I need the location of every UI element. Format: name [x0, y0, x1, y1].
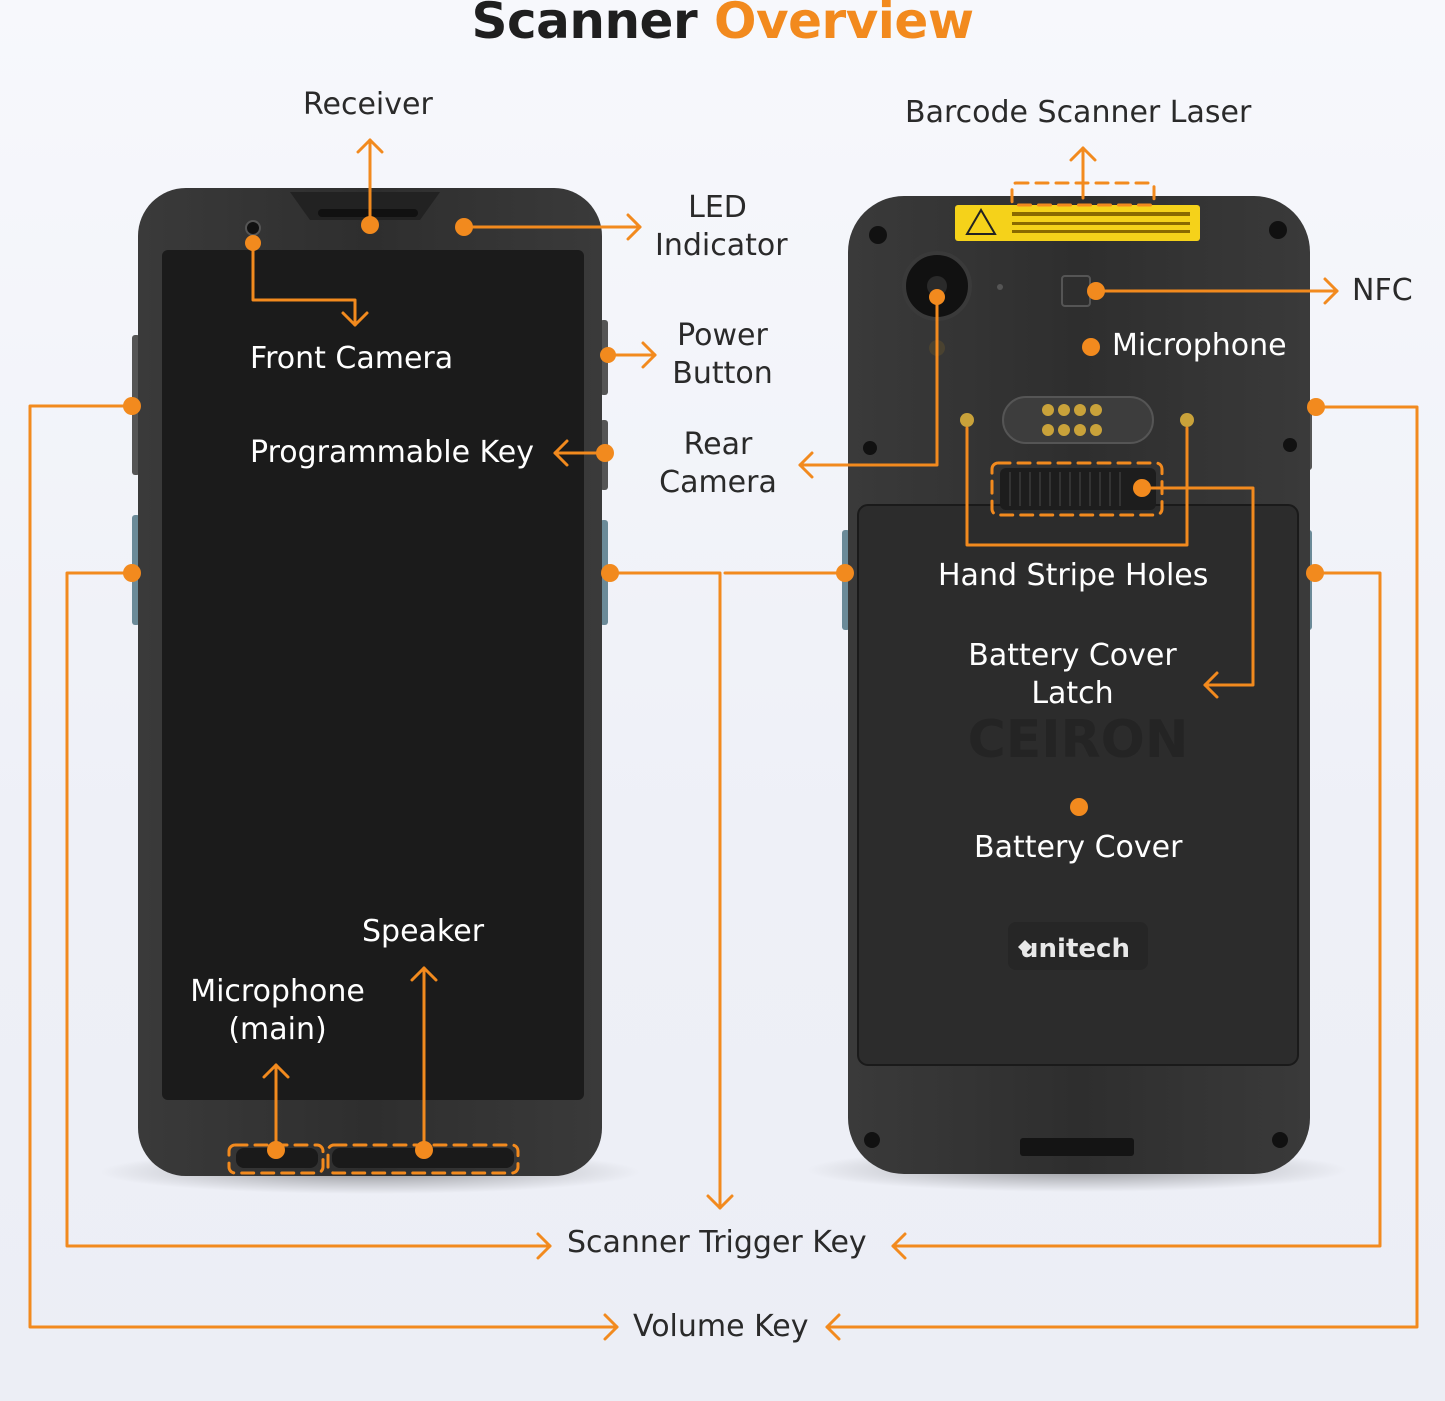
- front-camera-lens: [245, 220, 261, 236]
- laser-hazard-icon: [965, 208, 997, 235]
- label-microphone-main: Microphone (main): [180, 973, 375, 1049]
- brand-logo-icon: [1018, 940, 1032, 954]
- pogo-pins: [1042, 404, 1102, 436]
- label-nfc: NFC: [1352, 273, 1413, 308]
- receiver-grill: [318, 209, 418, 217]
- watermark-text: CEIRON: [968, 710, 1189, 770]
- label-led-line1: LED: [688, 190, 747, 225]
- label-led-indicator: LED Indicator: [655, 189, 788, 265]
- front-screen: [162, 250, 584, 1100]
- label-microphone: Microphone: [1112, 328, 1287, 363]
- bottom-port: [1020, 1138, 1134, 1156]
- pogo-connector: [1002, 396, 1154, 444]
- screw-top-left: [869, 226, 887, 244]
- label-speaker: Speaker: [362, 914, 485, 949]
- label-rear-camera: Rear Camera: [658, 426, 778, 502]
- label-led-line2: Indicator: [655, 228, 788, 263]
- label-barcode-scanner-laser: Barcode Scanner Laser: [905, 95, 1252, 130]
- hand-strap-hole-left: [960, 413, 974, 427]
- label-power-line2: Button: [672, 356, 773, 391]
- brand-badge: [1008, 922, 1148, 970]
- label-volume-key: Volume Key: [633, 1309, 809, 1344]
- label-battery-cover: Battery Cover: [974, 830, 1183, 865]
- label-rear-camera-line1: Rear: [683, 427, 753, 462]
- label-receiver: Receiver: [303, 87, 433, 122]
- label-programmable-key: Programmable Key: [250, 435, 534, 470]
- label-battery-cover-latch: Battery Cover Latch: [960, 637, 1185, 713]
- label-scanner-trigger-key: Scanner Trigger Key: [567, 1225, 867, 1260]
- label-power-line1: Power: [677, 318, 768, 353]
- label-front-camera: Front Camera: [250, 341, 454, 376]
- label-mic-main-line2: (main): [228, 1012, 327, 1047]
- label-rear-camera-line2: Camera: [659, 465, 777, 500]
- brand-logo-text: unitech: [1020, 934, 1130, 964]
- callout-dots: [123, 216, 1325, 1159]
- hand-strap-hole-right: [1180, 413, 1194, 427]
- screw-top-right: [1269, 221, 1287, 239]
- battery-latch: [1000, 468, 1156, 510]
- title-part-2: Overview: [714, 0, 974, 50]
- title-part-1: Scanner: [471, 0, 698, 50]
- back-device: CEIRON unitech: [842, 196, 1312, 1174]
- callout-lines: [28, 138, 1419, 1341]
- label-battery-latch-line1: Battery Cover: [968, 638, 1177, 673]
- front-device: [132, 188, 608, 1176]
- label-mic-main-line1: Microphone: [190, 974, 365, 1009]
- label-battery-latch-line2: Latch: [1031, 676, 1114, 711]
- diagram-title: Scanner Overview: [0, 0, 1445, 50]
- label-hand-stripe-holes: Hand Stripe Holes: [938, 558, 1209, 593]
- label-power-button: Power Button: [665, 317, 780, 393]
